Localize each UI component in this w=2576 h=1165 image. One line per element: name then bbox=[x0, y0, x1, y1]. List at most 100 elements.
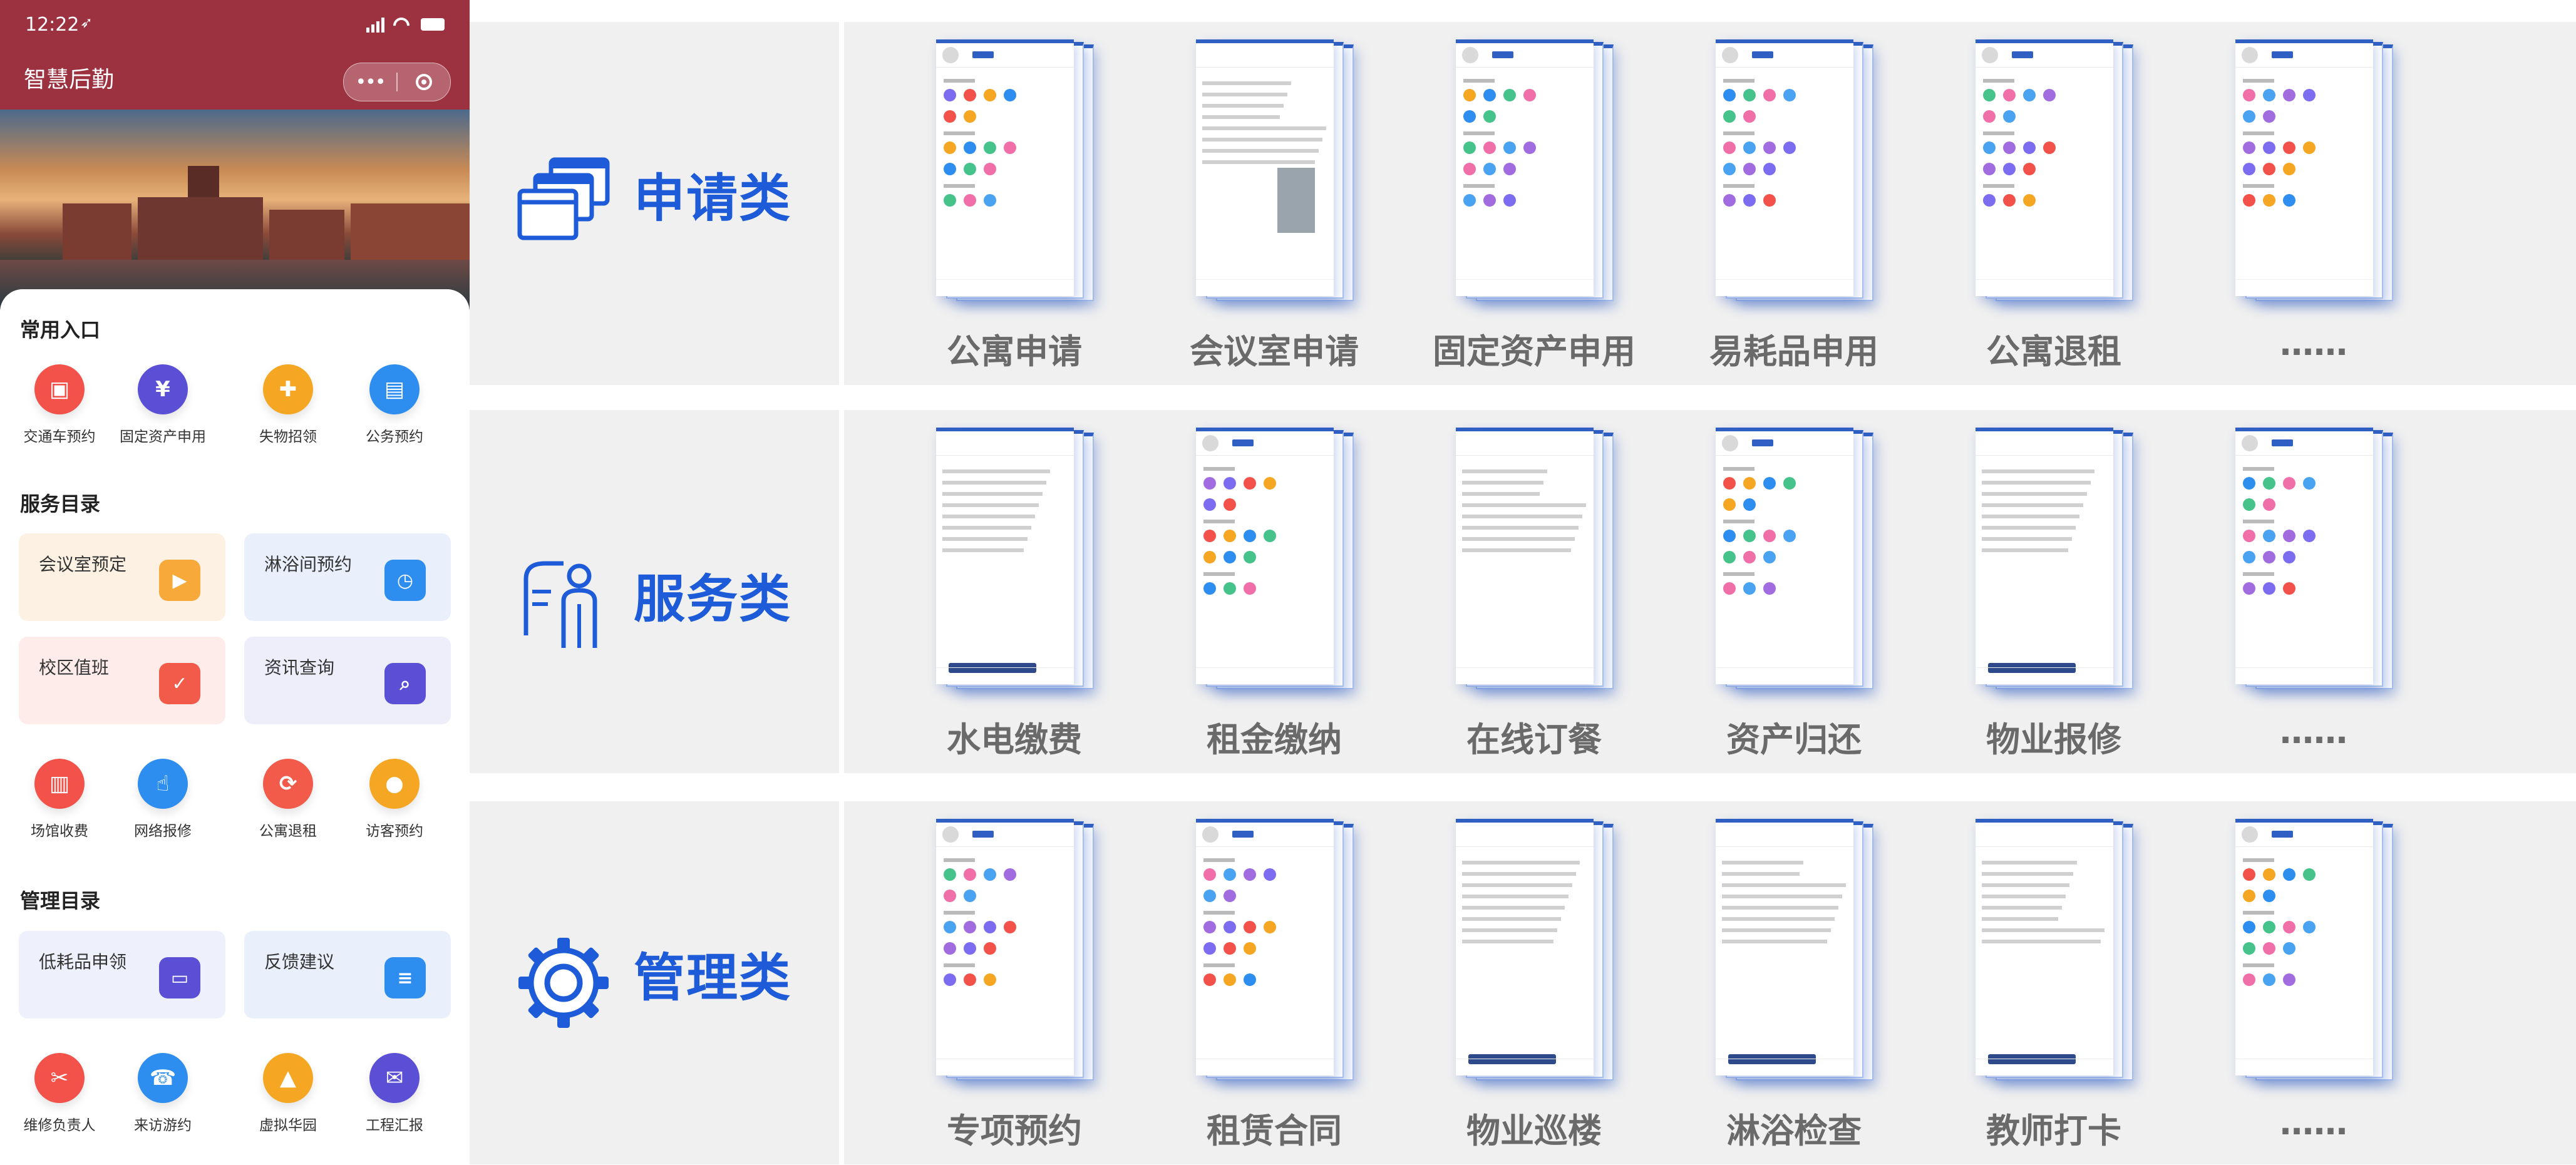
mockup-app-icon bbox=[1244, 530, 1256, 542]
mockup-icon-row bbox=[2243, 194, 2367, 207]
mockup-app-icon bbox=[2303, 477, 2316, 490]
mockup-app-icon bbox=[1224, 942, 1236, 955]
icon-entry-3[interactable]: ▤公务预约 bbox=[348, 364, 441, 446]
building-icon: ▥ bbox=[34, 759, 85, 809]
feature-label[interactable]: 公寓退租 bbox=[1986, 332, 2121, 371]
feature-card[interactable]: 固定资产申用 bbox=[1431, 39, 1637, 373]
mockup-app-icon bbox=[2243, 921, 2255, 933]
feature-card[interactable]: …… bbox=[2210, 39, 2417, 363]
mockup-section-heading bbox=[1463, 131, 1495, 135]
mockup-line bbox=[1982, 481, 2091, 485]
category-band-1: 服务类水电缴费租金缴纳在线订餐资产归还物业报修…… bbox=[470, 410, 2576, 773]
feature-label[interactable]: 物业巡楼 bbox=[1466, 1111, 1602, 1151]
icon-entry-label: 访客预约 bbox=[366, 823, 423, 839]
mockup-line bbox=[942, 526, 1031, 530]
feature-card[interactable]: 资产归还 bbox=[1691, 428, 1897, 761]
feature-card[interactable]: 公寓申请 bbox=[911, 39, 1118, 373]
icon-entry-1[interactable]: ☎来访游约 bbox=[116, 1053, 210, 1134]
mockup-section-heading bbox=[1463, 79, 1495, 83]
mockup-app-icon bbox=[2283, 973, 2295, 986]
mockup-app-icon bbox=[984, 942, 996, 955]
feature-card[interactable]: 租赁合同 bbox=[1171, 819, 1378, 1152]
mockup-line bbox=[942, 537, 1028, 541]
icon-entry-1[interactable]: ☝网络报修 bbox=[116, 759, 210, 840]
feature-label[interactable]: 易耗品申用 bbox=[1709, 332, 1878, 371]
feature-label[interactable]: …… bbox=[2280, 1103, 2347, 1142]
app-screen-mockup bbox=[1196, 819, 1334, 1075]
feature-label[interactable]: 物业报修 bbox=[1986, 720, 2121, 759]
mockup-line bbox=[1462, 895, 1569, 898]
feature-label[interactable]: 租赁合同 bbox=[1207, 1111, 1342, 1151]
feature-card[interactable]: 物业报修 bbox=[1950, 428, 2157, 761]
feature-label[interactable]: 教师打卡 bbox=[1986, 1111, 2121, 1151]
mockup-line bbox=[942, 515, 1035, 518]
more-button[interactable]: ••• bbox=[355, 71, 386, 93]
feature-card[interactable]: 会议室申请 bbox=[1171, 39, 1378, 373]
icon-entry-3[interactable]: ✉工程汇报 bbox=[348, 1053, 441, 1134]
icon-entry-2[interactable]: ▲虚拟华园 bbox=[241, 1053, 335, 1134]
mockup-line bbox=[1982, 883, 2069, 887]
mockup-header bbox=[1716, 431, 1853, 456]
mockup-primary-button bbox=[949, 663, 1036, 673]
icon-entry-2[interactable]: ⟳公寓退租 bbox=[241, 759, 335, 840]
feature-label[interactable]: 会议室申请 bbox=[1190, 332, 1359, 371]
service-card-0[interactable]: 低耗品申领▭ bbox=[19, 931, 225, 1019]
mockup-section-heading bbox=[944, 184, 975, 188]
feature-card[interactable]: 专项预约 bbox=[911, 819, 1118, 1152]
feature-overview-panel: 申请类公寓申请会议室申请固定资产申用易耗品申用公寓退租…… 服务类水电缴费租金缴… bbox=[470, 0, 2576, 1165]
feature-card[interactable]: 教师打卡 bbox=[1950, 819, 2157, 1152]
mockup-app-icon bbox=[2283, 477, 2295, 490]
service-card-1[interactable]: 反馈建议≡ bbox=[244, 931, 451, 1019]
close-button[interactable] bbox=[398, 74, 450, 90]
content-sheet: 常用入口 ▣交通车预约¥固定资产申用✚失物招领▤公务预约 服务目录 会议室预定▶… bbox=[0, 289, 470, 1165]
mockup-app-icon bbox=[1203, 890, 1216, 902]
feature-label[interactable]: 专项预约 bbox=[947, 1111, 1082, 1151]
feature-card[interactable]: …… bbox=[2210, 819, 2417, 1142]
icon-entry-0[interactable]: ▥场馆收费 bbox=[13, 759, 106, 840]
feature-card[interactable]: 在线订餐 bbox=[1431, 428, 1637, 761]
feature-label[interactable]: 水电缴费 bbox=[947, 720, 1082, 759]
mockup-app-icon bbox=[2283, 921, 2295, 933]
mini-program-capsule[interactable]: ••• bbox=[343, 63, 451, 101]
icon-entry-0[interactable]: ✂维修负责人 bbox=[13, 1053, 106, 1134]
mockup-app-icon bbox=[2003, 141, 2016, 154]
feature-label[interactable]: 固定资产申用 bbox=[1433, 332, 1636, 371]
feature-label[interactable]: …… bbox=[2280, 712, 2347, 751]
service-card-2[interactable]: 校区值班✓ bbox=[19, 637, 225, 724]
service-card-1[interactable]: 淋浴间预约◷ bbox=[244, 533, 451, 621]
mockup-app-icon bbox=[1503, 194, 1516, 207]
mockup-icon-row bbox=[1203, 477, 1327, 490]
feature-card[interactable]: 公寓退租 bbox=[1950, 39, 2157, 373]
feature-label[interactable]: 公寓申请 bbox=[947, 332, 1082, 371]
feature-card[interactable]: 易耗品申用 bbox=[1691, 39, 1897, 373]
feature-label[interactable]: …… bbox=[2280, 324, 2347, 363]
icon-entry-1[interactable]: ¥固定资产申用 bbox=[116, 364, 210, 446]
mockup-icon-row bbox=[1723, 551, 1847, 563]
feature-card[interactable]: 淋浴检查 bbox=[1691, 819, 1897, 1152]
mockup-app-icon bbox=[1723, 141, 1736, 154]
feature-card[interactable]: 物业巡楼 bbox=[1431, 819, 1637, 1152]
feature-label[interactable]: 在线订餐 bbox=[1466, 720, 1602, 759]
mockup-icon-row bbox=[944, 868, 1068, 881]
icon-entry-0[interactable]: ▣交通车预约 bbox=[13, 364, 106, 446]
icon-entry-2[interactable]: ✚失物招领 bbox=[241, 364, 335, 446]
icon-entry-3[interactable]: ●访客预约 bbox=[348, 759, 441, 840]
mockup-line bbox=[1462, 503, 1586, 507]
feature-label[interactable]: 租金缴纳 bbox=[1207, 720, 1342, 759]
mockup-app-icon bbox=[1483, 89, 1496, 101]
feature-label[interactable]: 淋浴检查 bbox=[1726, 1111, 1862, 1151]
service-card-3[interactable]: 资讯查询⌕ bbox=[244, 637, 451, 724]
service-card-0[interactable]: 会议室预定▶ bbox=[19, 533, 225, 621]
mockup-section-heading bbox=[1203, 858, 1235, 862]
screen-stack bbox=[1716, 428, 1873, 697]
feature-label[interactable]: 资产归还 bbox=[1726, 720, 1862, 759]
building-shape bbox=[63, 203, 131, 266]
mockup-app-icon bbox=[1004, 141, 1016, 154]
feature-card[interactable]: …… bbox=[2210, 428, 2417, 751]
phone-screen: 12:22 ➶ 智慧后勤 ••• 常用入口 ▣交通车预约¥固定资产申用✚失物招领… bbox=[0, 0, 470, 1165]
feature-card[interactable]: 租金缴纳 bbox=[1171, 428, 1378, 761]
feature-card[interactable]: 水电缴费 bbox=[911, 428, 1118, 761]
mockup-app-icon bbox=[1483, 141, 1496, 154]
mockup-app-icon bbox=[964, 194, 976, 207]
mockup-app-icon bbox=[2263, 110, 2275, 123]
